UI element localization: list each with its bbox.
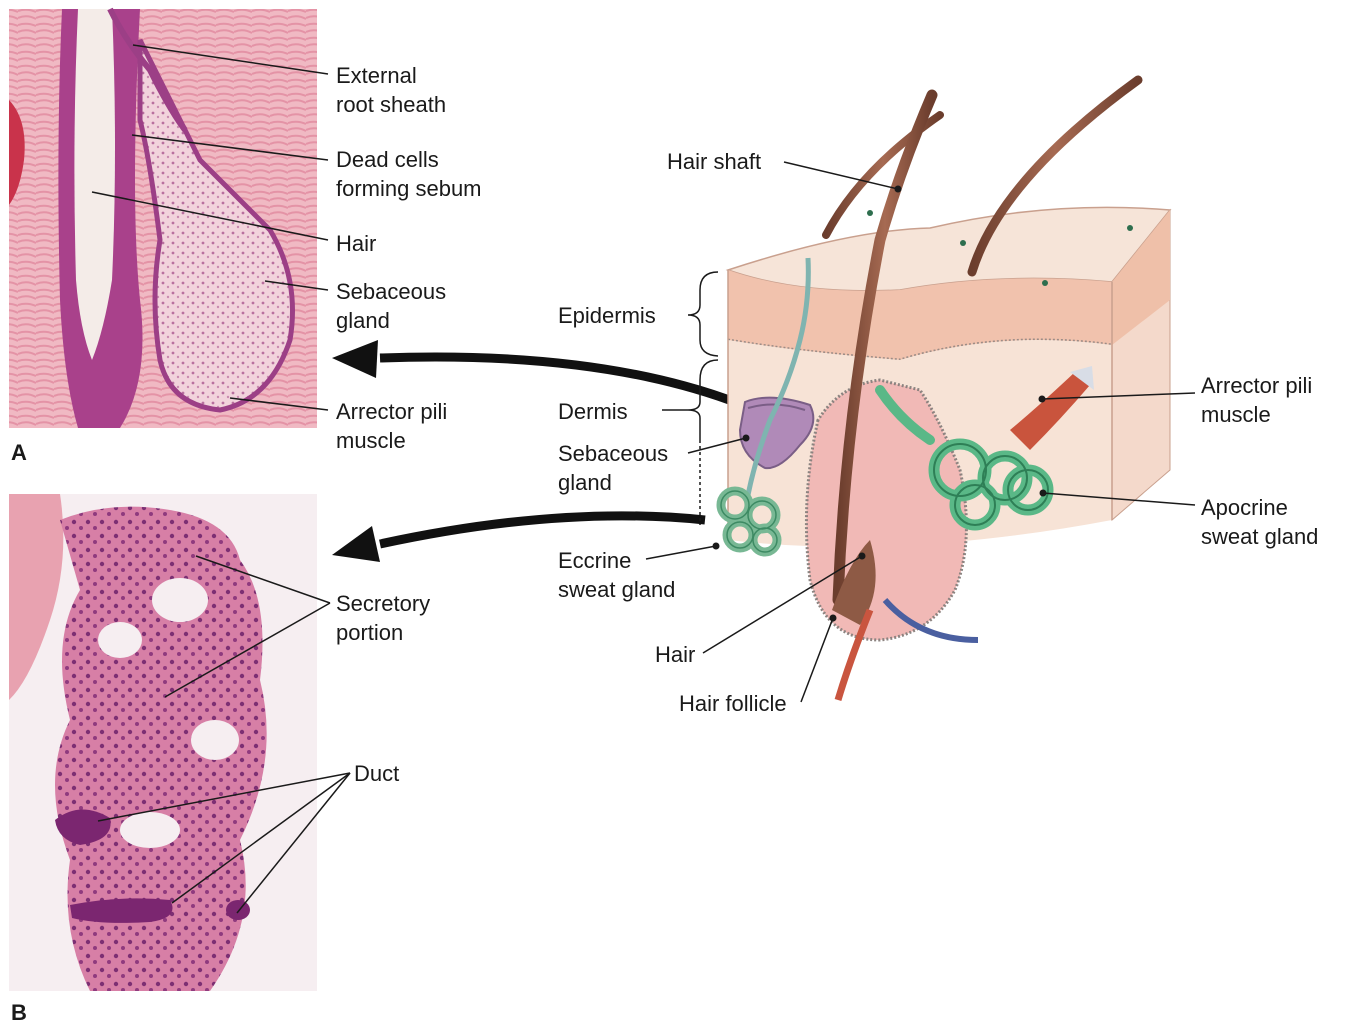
label-duct: Duct bbox=[354, 759, 399, 788]
label-eccrine-sweat-gland: Eccrine sweat gland bbox=[558, 546, 675, 604]
arrowhead-a bbox=[332, 340, 378, 378]
label-hair-shaft: Hair shaft bbox=[667, 147, 761, 176]
label-dead-cells-forming-sebum: Dead cells forming sebum bbox=[336, 145, 482, 203]
label-dermis: Dermis bbox=[558, 397, 628, 426]
label-epidermis: Epidermis bbox=[558, 301, 656, 330]
panel-b-letter: B bbox=[11, 1000, 27, 1026]
skin-illustration bbox=[721, 80, 1170, 700]
label-sebaceous-gland: Sebaceous gland bbox=[558, 439, 668, 497]
arrowhead-b bbox=[332, 526, 380, 562]
label-hair: Hair bbox=[655, 640, 695, 669]
label-arrector-pili-a: Arrector pili muscle bbox=[336, 397, 447, 455]
label-apocrine-sweat-gland: Apocrine sweat gland bbox=[1201, 493, 1318, 551]
arrow-eccrine-to-b bbox=[380, 516, 705, 544]
label-secretory-portion: Secretory portion bbox=[336, 589, 430, 647]
label-arrector-pili: Arrector pili muscle bbox=[1201, 371, 1312, 429]
label-external-root-sheath: External root sheath bbox=[336, 61, 446, 119]
panel-a-letter: A bbox=[11, 440, 27, 466]
label-sebaceous-gland-a: Sebaceous gland bbox=[336, 277, 446, 335]
micrograph-b-image bbox=[9, 494, 317, 991]
label-hair-follicle: Hair follicle bbox=[679, 689, 787, 718]
micrograph-a-image bbox=[9, 9, 317, 428]
label-hair-a: Hair bbox=[336, 229, 376, 258]
